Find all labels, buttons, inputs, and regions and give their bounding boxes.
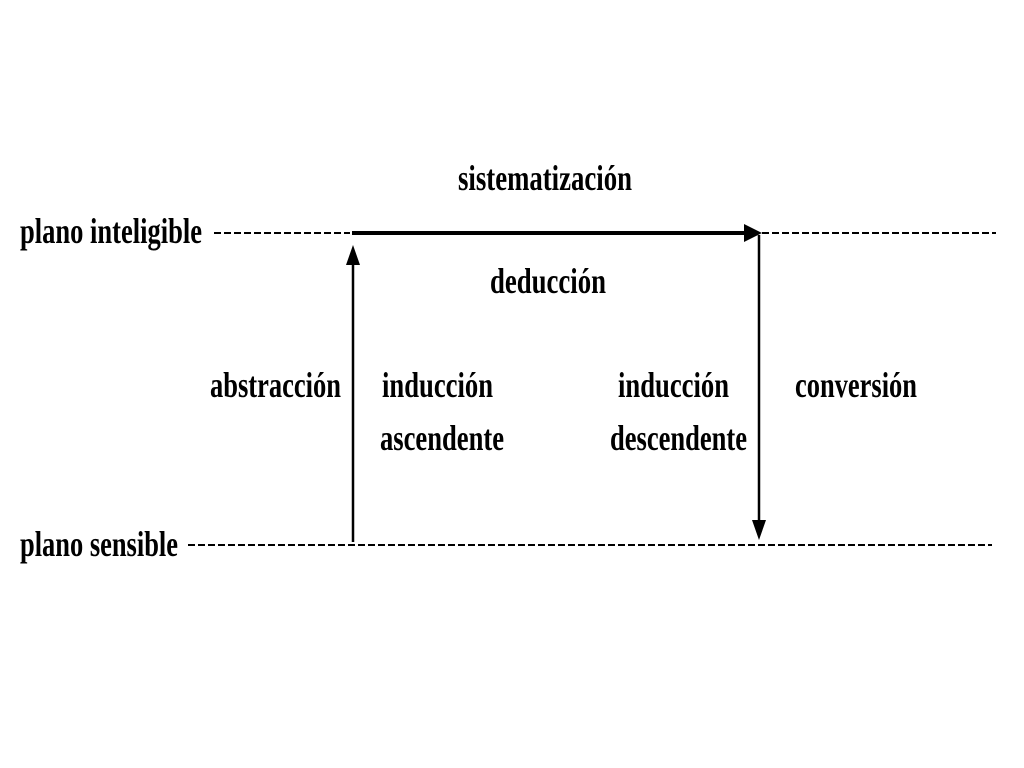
ascending-induction-label-line1: inducción (382, 365, 493, 405)
abstraction-label: abstracción (210, 365, 341, 405)
deduction-label: deducción (490, 261, 606, 301)
systematization-label: sistematización (458, 158, 632, 198)
systematization-arrow-head (744, 224, 762, 242)
plane-intelligible-label: plano inteligible (20, 211, 202, 251)
plane-sensible-label: plano sensible (20, 524, 178, 564)
conversion-arrow-head (752, 520, 766, 540)
conversion-label: conversión (795, 365, 917, 405)
ascending-induction-label-line2: ascendente (380, 418, 504, 458)
descending-induction-label-line2: descendente (610, 418, 747, 458)
descending-induction-label-line1: inducción (618, 365, 729, 405)
abstraction-arrow-head (346, 245, 360, 265)
